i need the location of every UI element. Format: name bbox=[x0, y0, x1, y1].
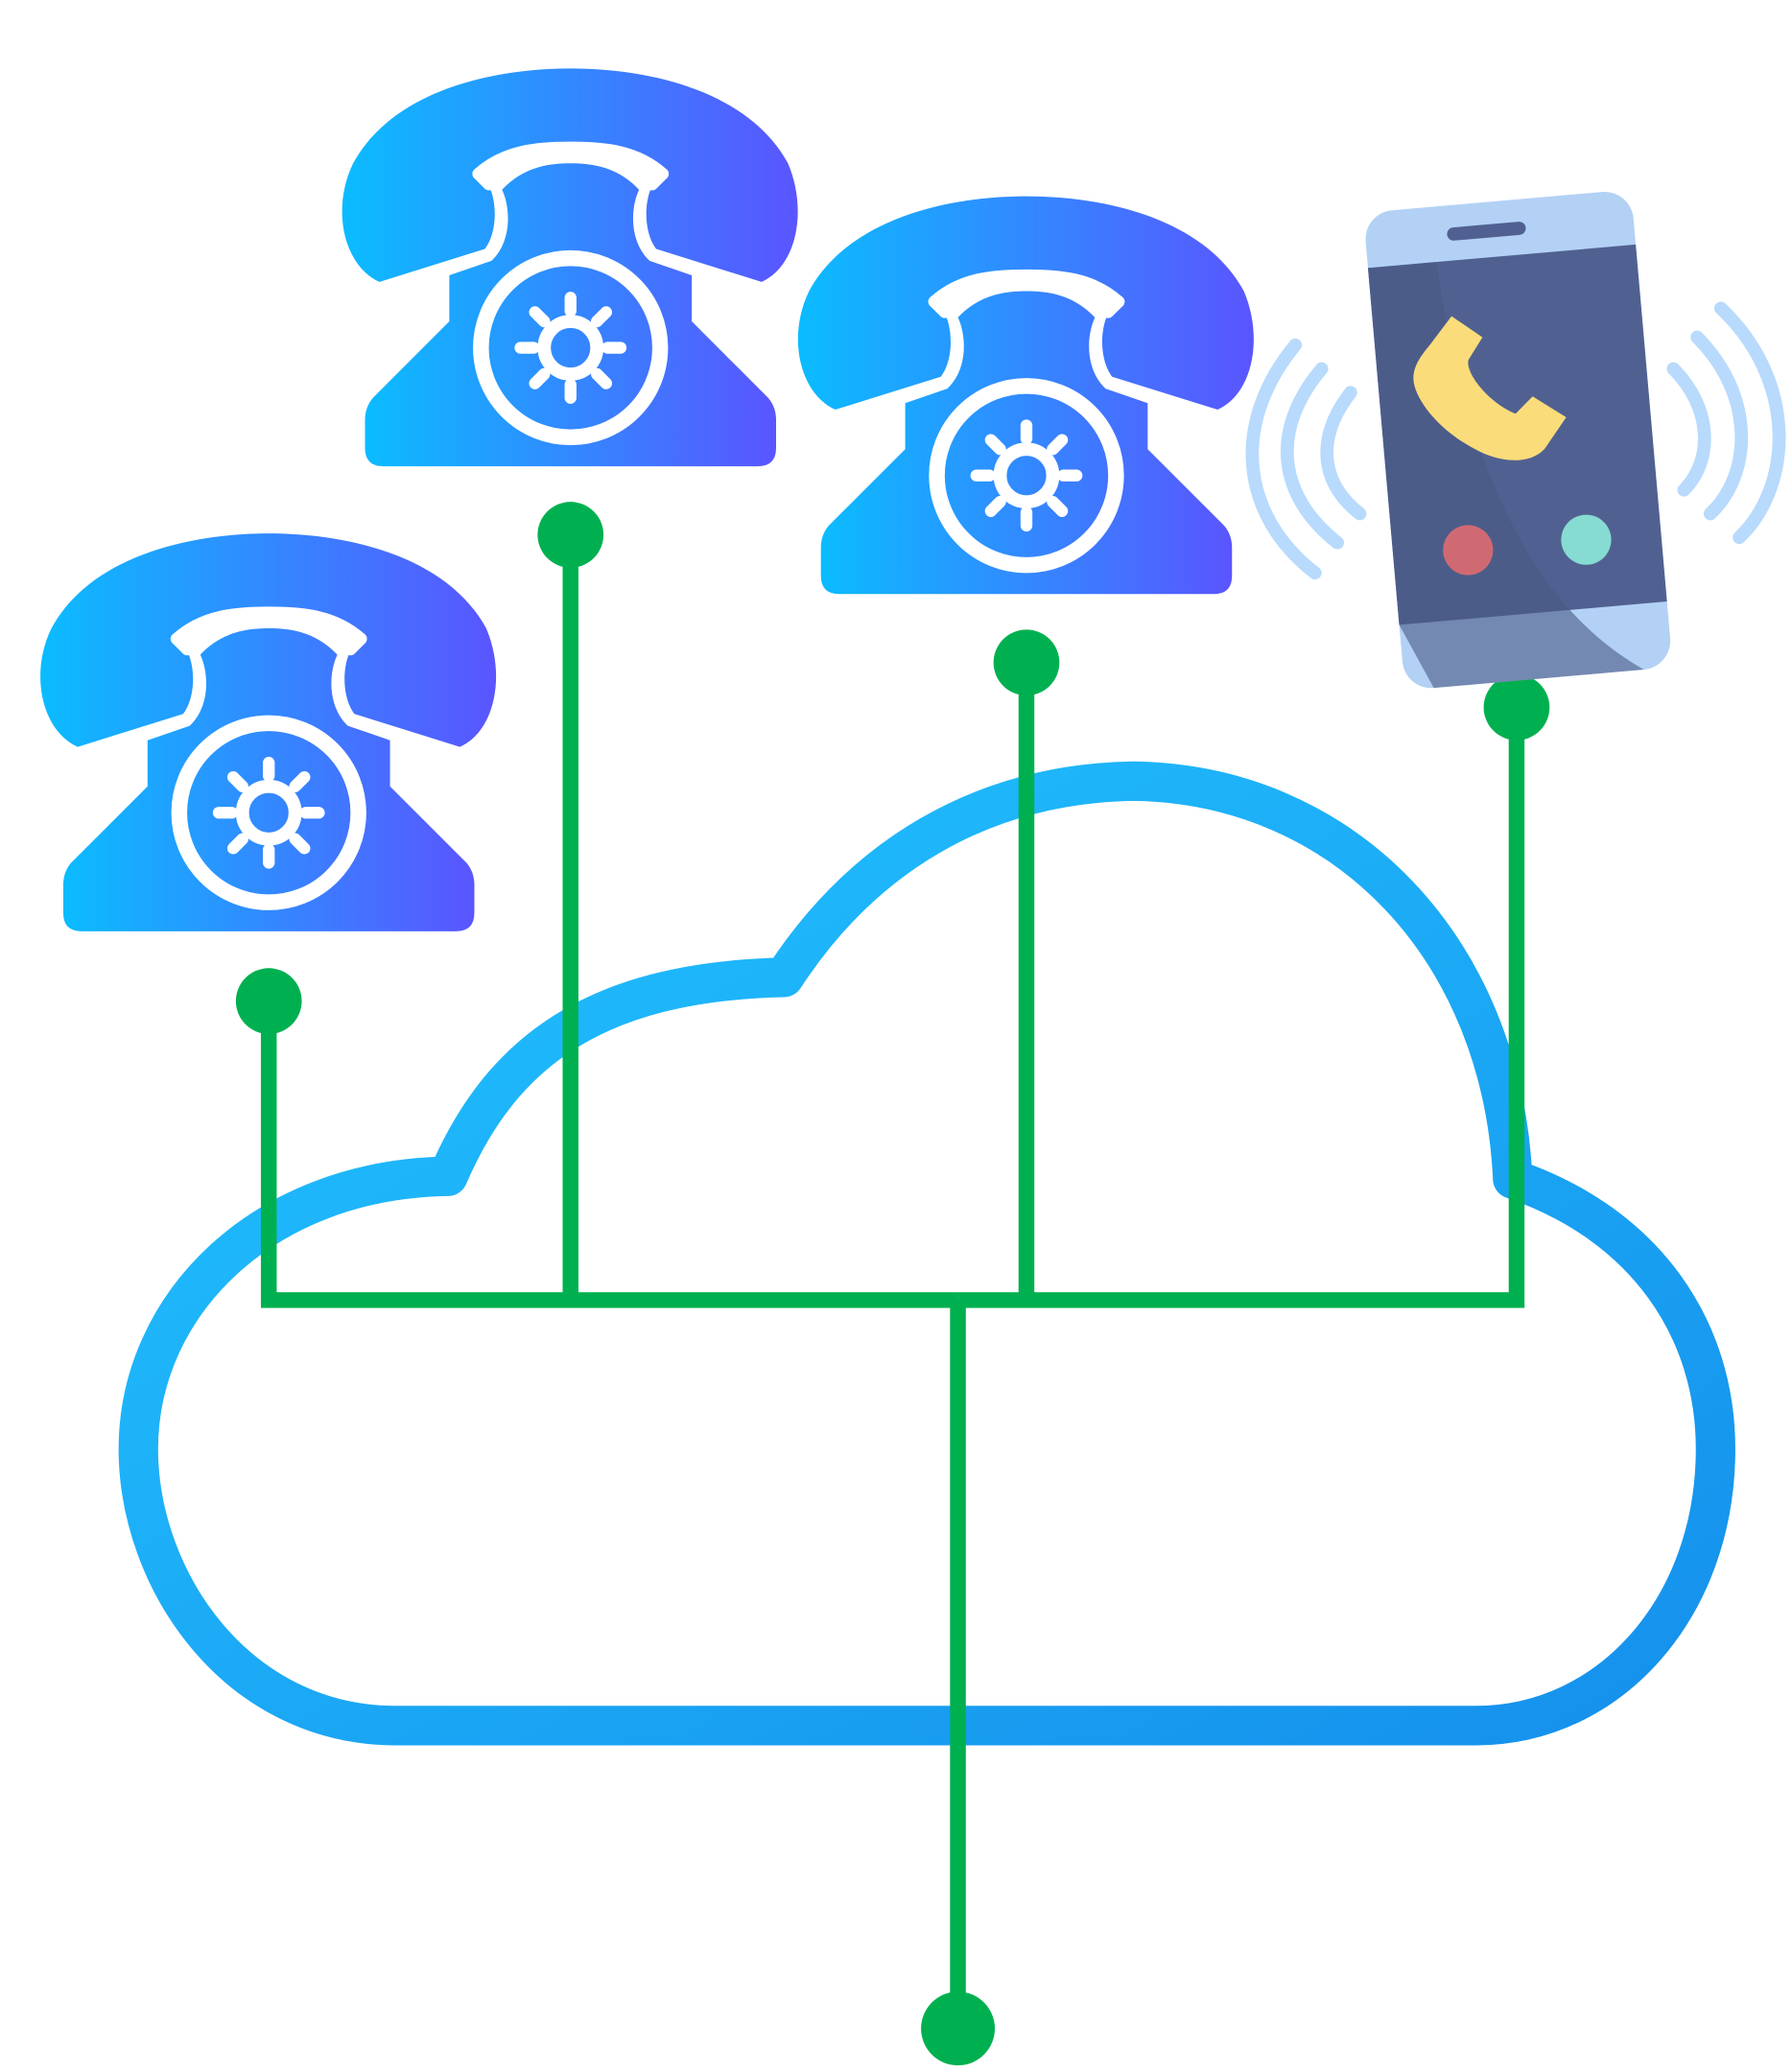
connector-lines bbox=[260, 533, 1525, 2029]
connector-node bbox=[537, 502, 604, 568]
connector-node bbox=[1483, 674, 1550, 741]
signal-waves-icon bbox=[1245, 301, 1786, 580]
connector-node bbox=[993, 629, 1060, 696]
connector-phone-1 bbox=[260, 1001, 958, 1308]
desk-phone-icon bbox=[798, 197, 1254, 595]
accept-button bbox=[1561, 514, 1612, 565]
cloud-icon bbox=[118, 761, 1735, 1746]
call-handset-icon bbox=[1413, 316, 1567, 460]
decline-button bbox=[1443, 525, 1494, 576]
connector-node bbox=[921, 1991, 996, 2066]
desk-phone-icon bbox=[40, 533, 496, 931]
desk-phone-icon bbox=[342, 68, 798, 466]
connector-mobile bbox=[957, 707, 1525, 1308]
mobile-phone-icon bbox=[1365, 191, 1671, 689]
connector-node bbox=[235, 968, 302, 1034]
